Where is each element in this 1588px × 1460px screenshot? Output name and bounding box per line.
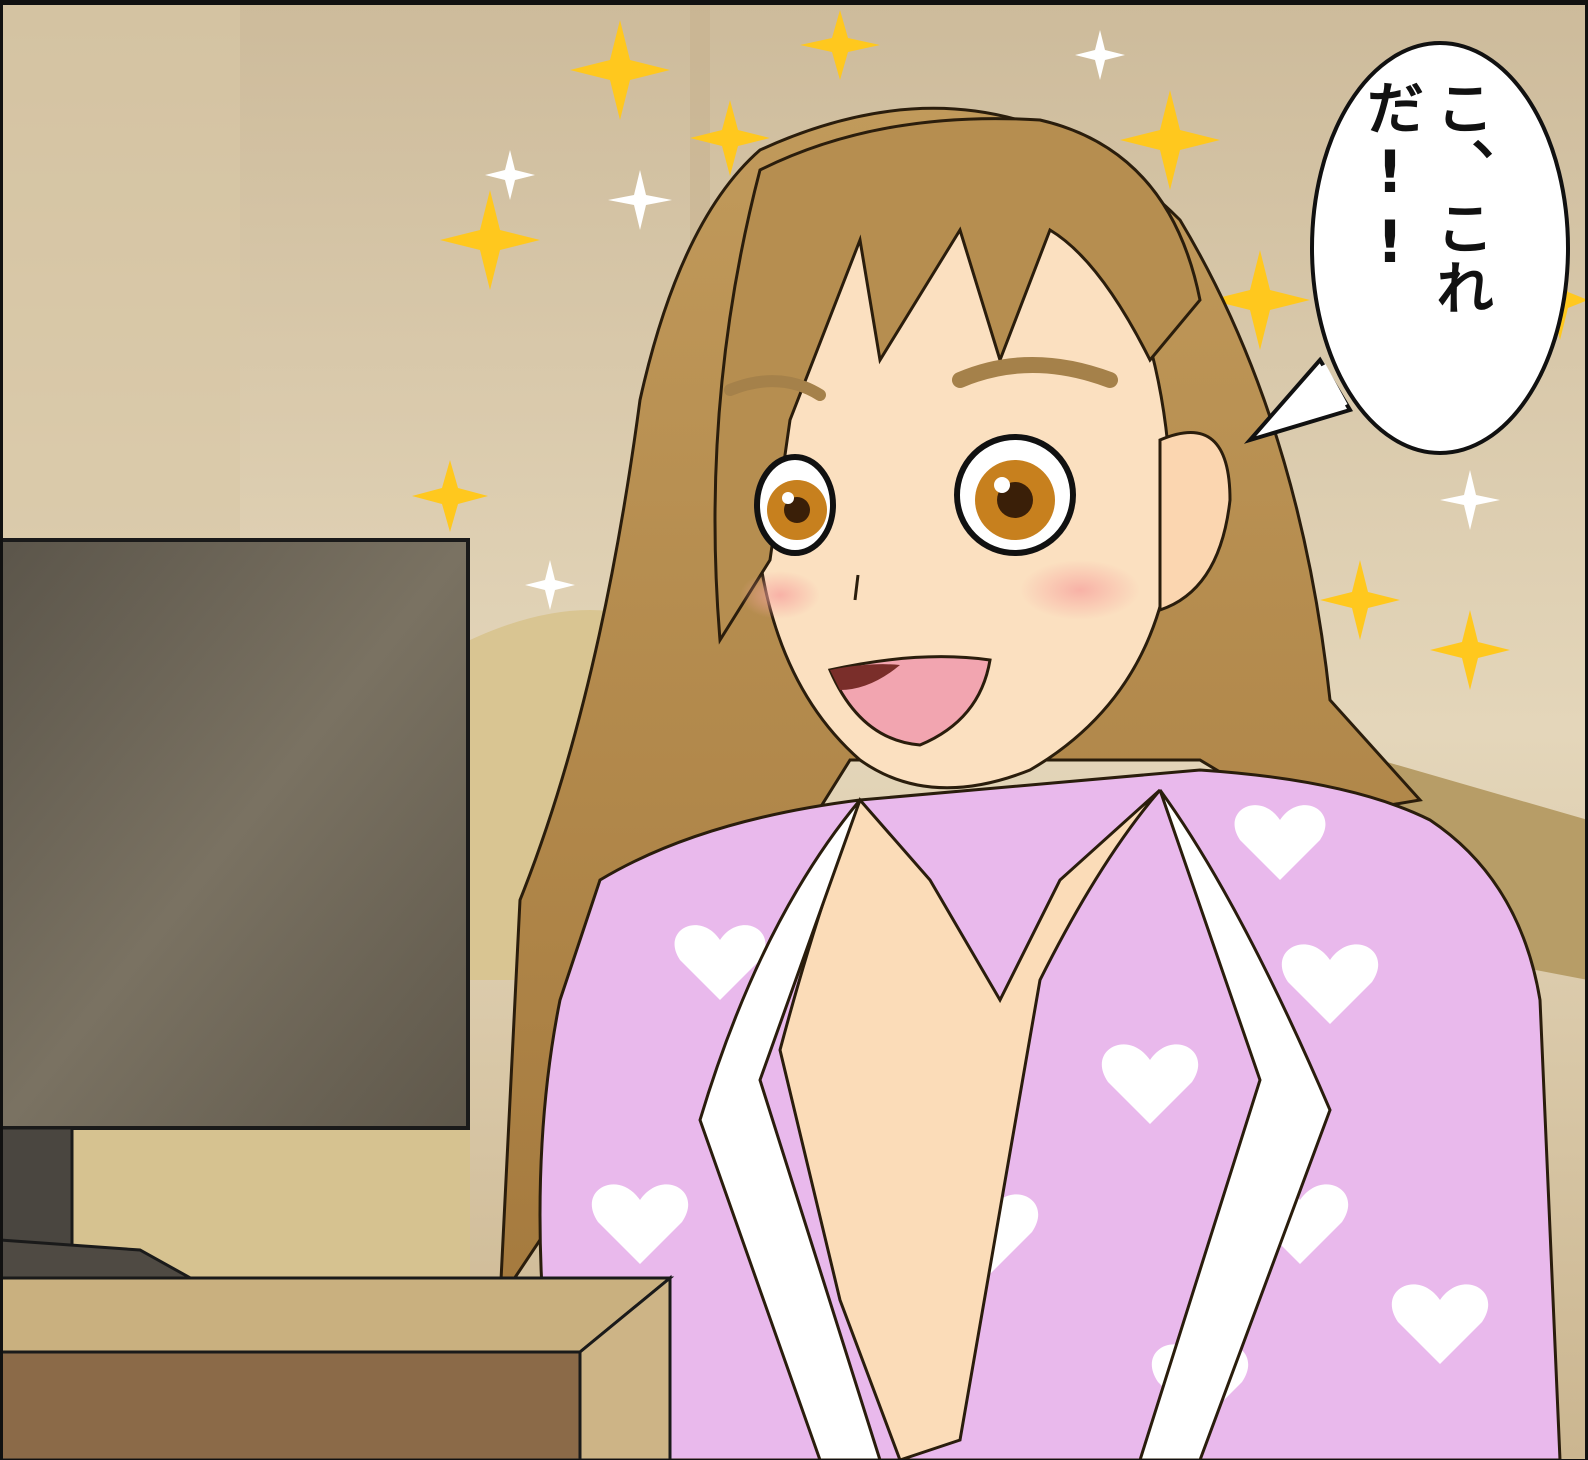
speech-bubble-text: こ、これだ!! [1356, 78, 1494, 318]
ear [1158, 431, 1232, 613]
blush-right [1020, 560, 1140, 620]
eyebrow-right [952, 357, 1118, 388]
pajama-top [538, 768, 1562, 1460]
blush-left [740, 571, 820, 619]
collar-left [698, 799, 882, 1460]
monitor-stand [0, 1126, 74, 1260]
eye-left [754, 454, 836, 556]
bangs [713, 117, 1202, 645]
sofa-seat [60, 1090, 470, 1280]
eyebrow-left [724, 375, 826, 401]
speech-bubble [1243, 41, 1570, 455]
eye-right [954, 434, 1076, 556]
heart-pattern [591, 805, 1489, 1424]
white-sparkles [485, 30, 1500, 610]
monitor-screen [0, 538, 470, 1130]
sparkles [412, 10, 1588, 690]
monitor [0, 538, 470, 1322]
desk [0, 1274, 675, 1460]
nose [853, 574, 860, 601]
collar-right [1138, 789, 1332, 1460]
